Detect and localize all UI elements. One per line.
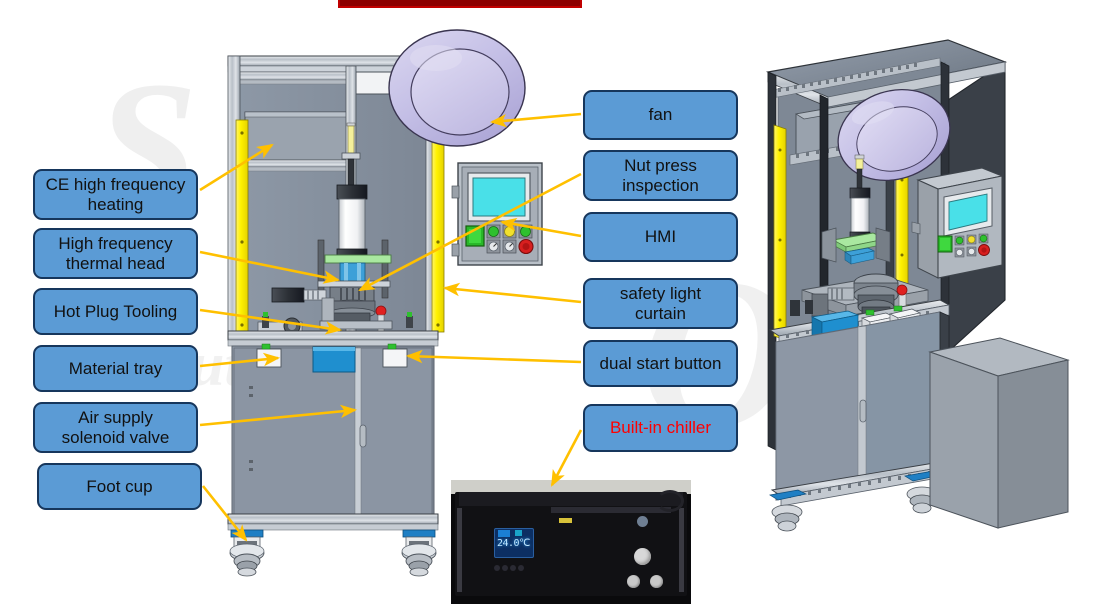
callout-label-line1: Built-in chiller: [609, 418, 712, 438]
callout-label-text: fan: [649, 105, 673, 125]
material-tray-box: [312, 346, 356, 373]
chiller-side-rail-left: [457, 508, 462, 592]
built-in-chiller-unit: [928, 337, 1070, 529]
hmi-screen-iso: [948, 193, 988, 231]
callout-label-dual-start-button: dual start button: [583, 340, 738, 387]
callout-label-line1: Nut press: [624, 155, 697, 175]
light-curtain-left: [235, 119, 249, 333]
chiller-side-rail-right: [679, 508, 684, 592]
callout-label-line2: curtain: [634, 303, 686, 323]
thermal-head-rod: [347, 125, 355, 156]
chiller-temperature-display: 24.0℃: [494, 528, 534, 558]
solenoid-valve-right: [382, 348, 408, 368]
callout-label-line2: solenoid valve: [61, 427, 170, 447]
chiller-control-knob[interactable]: [634, 548, 651, 565]
callout-label-line1: High frequency: [58, 233, 173, 253]
callout-label-foot-cup: Foot cup: [37, 463, 202, 510]
hot-plug-tooling-block: [339, 262, 366, 282]
callout-label-built-in-chiller: Built-in chiller: [583, 404, 738, 452]
photo-background-wall: [451, 480, 691, 494]
callout-label-fan: fan: [583, 90, 738, 140]
solenoid-valve-left: [256, 348, 282, 368]
pneumatic-cylinder: [338, 198, 366, 252]
callout-label-line1: fan: [648, 105, 673, 125]
chiller-display-buttons[interactable]: [494, 558, 532, 571]
reset-button-yellow: [504, 226, 515, 237]
callout-label-text: Built-in chiller: [610, 418, 711, 438]
callout-label-text: Hot Plug Tooling: [54, 302, 178, 322]
chiller-indicator-light: [637, 516, 648, 527]
start-button-green-1: [488, 226, 499, 237]
hmi-screen: [472, 177, 526, 217]
callout-label-text: dual start button: [600, 354, 722, 374]
foot-cup-iso-left: [769, 489, 808, 532]
callout-label-line1: Hot Plug Tooling: [53, 301, 178, 321]
fan-dome-iso: [837, 88, 951, 182]
hmi-panel: [451, 162, 543, 266]
callout-label-line1: Air supply: [78, 407, 153, 427]
callout-label-line2: thermal head: [65, 253, 166, 273]
light-curtain-right: [431, 119, 445, 333]
callout-label-line1: Foot cup: [86, 476, 153, 496]
callout-label-line1: Material tray: [68, 358, 163, 378]
cabinet-door-handle: [359, 424, 367, 448]
hmi-panel-iso: [911, 167, 1004, 279]
callout-label-line2: heating: [87, 194, 144, 214]
right-machine-isometric-view: [765, 39, 1070, 532]
callout-label-text: Material tray: [69, 359, 163, 379]
chiller-vent-strip: [551, 507, 671, 513]
fan-dome: [388, 29, 526, 147]
foot-cup-left: [229, 529, 265, 577]
callout-label-text: Foot cup: [86, 477, 152, 497]
callout-label-text: HMI: [645, 227, 676, 247]
callout-label-line1: safety light: [619, 283, 702, 303]
light-curtain-left-iso: [773, 124, 787, 341]
display-wave-icon: [515, 530, 522, 536]
green-mounting-plate: [324, 254, 392, 264]
chiller-yellow-tape: [559, 518, 572, 523]
display-bar-icon: [498, 530, 510, 537]
top-red-banner: [338, 0, 582, 8]
foot-cup-right: [401, 529, 437, 577]
callout-label-hmi: HMI: [583, 212, 738, 262]
callout-label-material-tray: Material tray: [33, 345, 198, 392]
callout-label-line1: dual start button: [599, 353, 722, 373]
chiller-port-left: [627, 575, 640, 588]
callout-label-line2: inspection: [622, 175, 699, 195]
built-in-chiller-photo: 24.0℃: [451, 480, 691, 604]
callout-label-line1: HMI: [644, 227, 677, 247]
chiller-temperature-value: 24.0℃: [497, 538, 530, 549]
callout-label-line1: CE high frequency: [45, 174, 186, 194]
cabinet-door-handle-iso: [859, 399, 867, 423]
chiller-top-lid: [459, 492, 683, 506]
chiller-cable: [656, 490, 684, 512]
chiller-port-right: [650, 575, 663, 588]
pneumatic-cylinder-iso: [850, 197, 870, 235]
start-button-green-2: [520, 226, 531, 237]
red-valve: [375, 305, 387, 317]
callout-label-hot-plug-tooling: Hot Plug Tooling: [33, 288, 198, 335]
